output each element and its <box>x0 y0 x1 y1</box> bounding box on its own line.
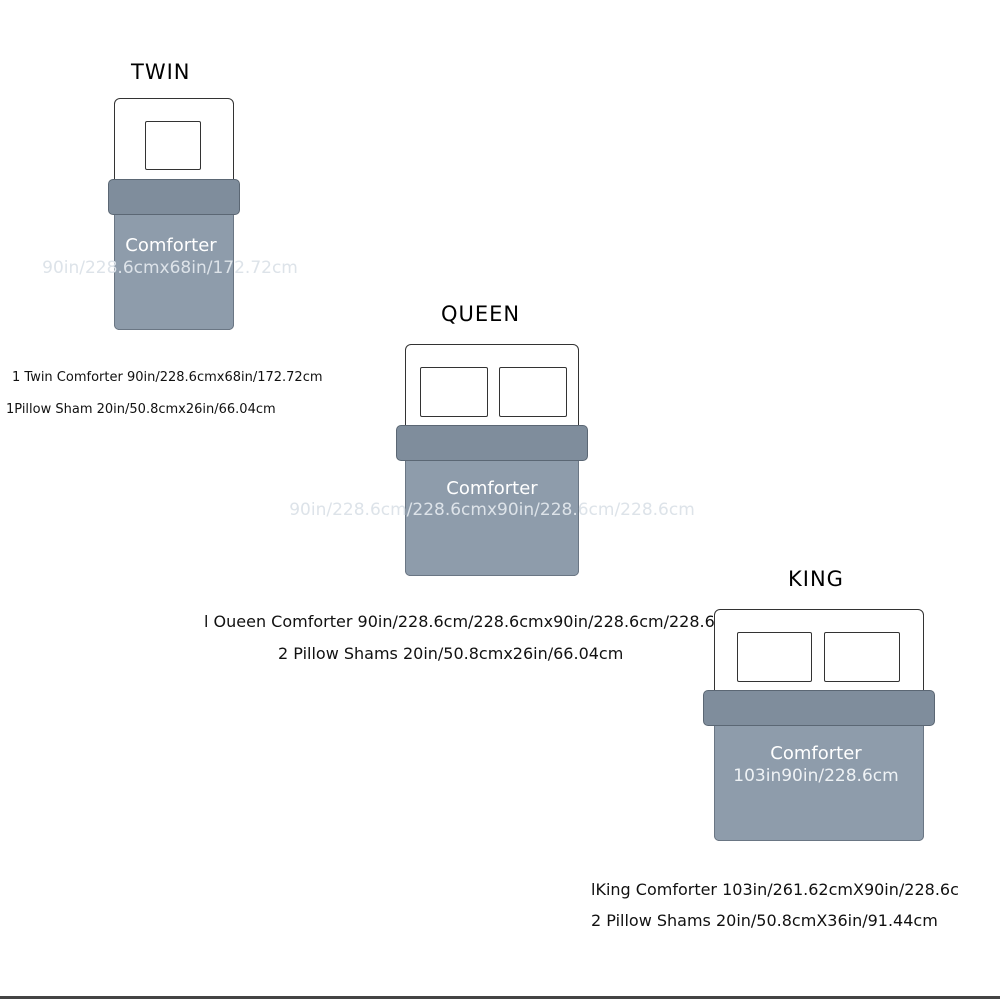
queen-pillow-right <box>499 367 567 417</box>
bed-king-icon <box>703 608 937 842</box>
twin-title: TWIN <box>131 60 191 84</box>
queen-info-shams: 2 Pillow Shams 20in/50.8cmx26in/66.04cm <box>278 644 624 663</box>
twin-comforter-body <box>114 208 234 330</box>
queen-info-comforter: l Oueen Comforter 90in/228.6cm/228.6cmx9… <box>204 612 740 631</box>
king-comforter-label: Comforter <box>770 743 862 764</box>
bottom-divider <box>0 996 1000 999</box>
queen-dimension-label: 90in/228.6cm/228.6cmx90in/228.6cm/228.6c… <box>289 500 695 520</box>
king-info-shams: 2 Pillow Shams 20in/50.8cmX36in/91.44cm <box>591 911 938 930</box>
king-pillow-left <box>737 632 812 682</box>
twin-comforter-fold <box>108 179 240 215</box>
queen-title: QUEEN <box>441 302 521 326</box>
twin-info-comforter: 1 Twin Comforter 90in/228.6cmx68in/172.7… <box>12 370 323 385</box>
queen-pillow-left <box>420 367 488 417</box>
king-dimension-label: 103in90in/228.6cm <box>733 766 899 786</box>
king-comforter-fold <box>703 690 935 726</box>
king-title: KING <box>788 567 844 591</box>
bed-queen-icon <box>395 343 589 577</box>
twin-dimension-label: 90in/228.6cmx68in/172.72cm <box>42 258 298 278</box>
bed-twin-icon <box>106 96 242 332</box>
twin-comforter-label: Comforter <box>125 235 217 256</box>
king-info-comforter: lKing Comforter 103in/261.62cmX90in/228.… <box>591 880 959 899</box>
twin-pillow <box>145 121 201 170</box>
twin-info-sham: 1Pillow Sham 20in/50.8cmx26in/66.04cm <box>6 402 276 417</box>
queen-comforter-body <box>405 455 579 576</box>
king-pillow-right <box>824 632 900 682</box>
queen-comforter-label: Comforter <box>446 478 538 499</box>
queen-comforter-fold <box>396 425 588 461</box>
